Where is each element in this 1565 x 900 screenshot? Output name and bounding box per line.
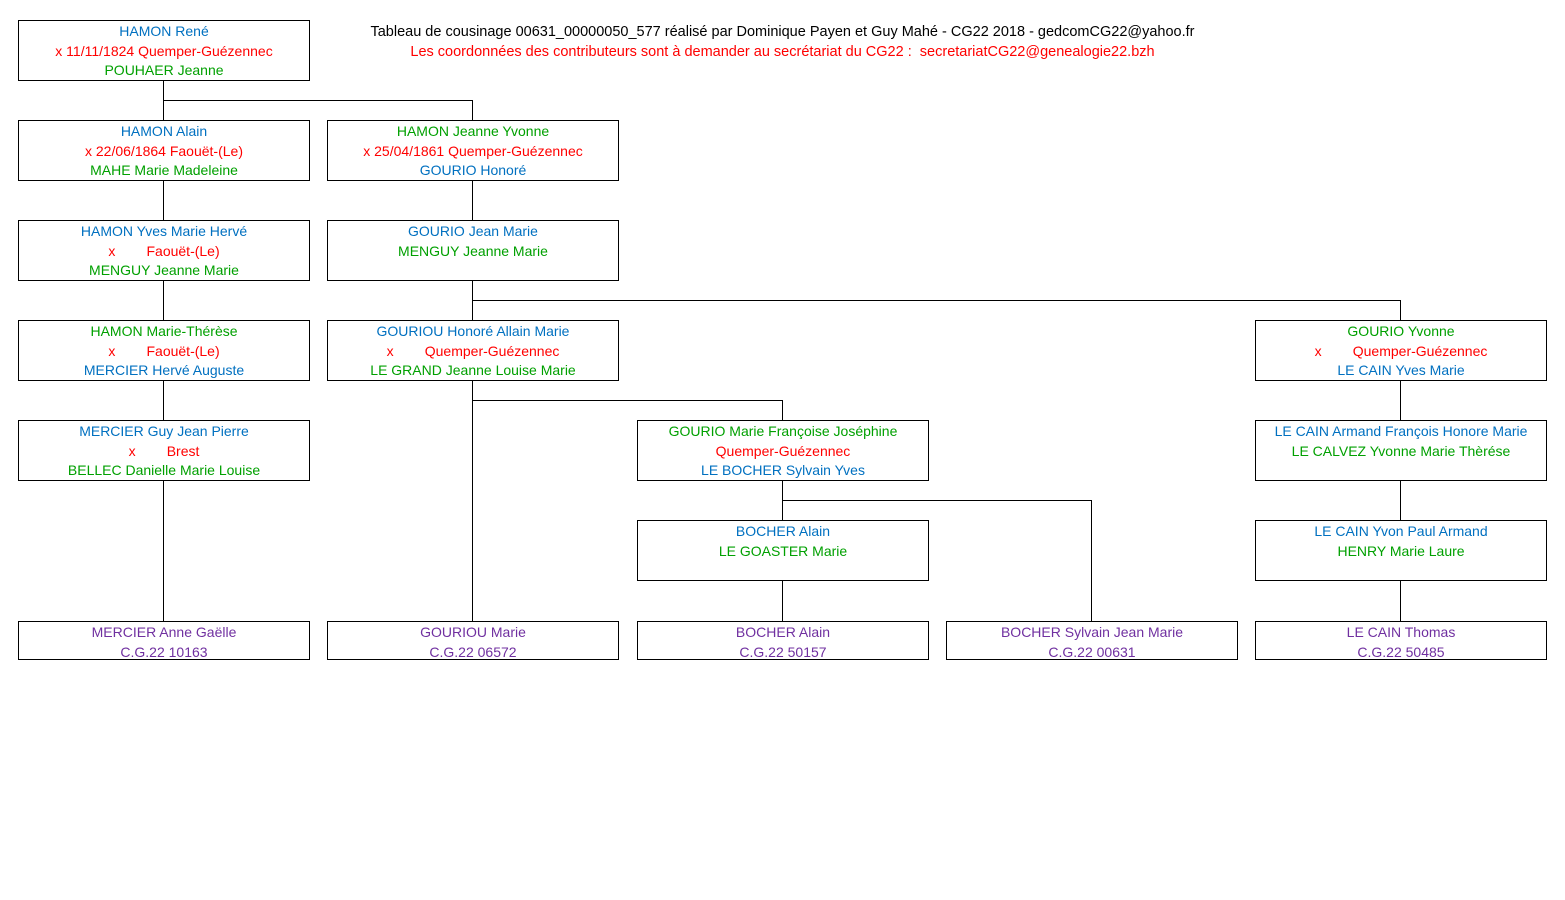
connector-line xyxy=(1400,580,1401,621)
person-name: HAMON Yves Marie Hervé xyxy=(80,223,248,239)
id-box-gouriou-marie: GOURIOU Marie C.G.22 06572 xyxy=(327,621,619,660)
spouse-name: LE BOCHER Sylvain Yves xyxy=(701,462,865,478)
person-box-gourio-marie-francoise: GOURIO Marie Françoise Joséphine Quemper… xyxy=(637,420,929,481)
spouse-name: MAHE Marie Madeleine xyxy=(90,162,238,178)
spouse-name: GOURIO Honoré xyxy=(419,162,527,178)
marriage-info: x 11/11/1824 Quemper-Guézennec xyxy=(55,42,273,59)
connector-line xyxy=(1400,380,1401,420)
spouse-name: LE GRAND Jeanne Louise Marie xyxy=(370,362,576,378)
person-name: GOURIOU Marie xyxy=(420,624,526,640)
connector-line xyxy=(163,280,164,320)
spouse-name: HENRY Marie Laure xyxy=(1337,542,1465,559)
connector-line xyxy=(782,580,783,621)
person-name: GOURIO Marie Françoise Joséphine xyxy=(668,423,898,439)
person-name: LE CAIN Thomas xyxy=(1346,624,1456,640)
person-name: BOCHER Alain xyxy=(735,523,831,539)
spouse-name: MERCIER Hervé Auguste xyxy=(83,362,245,378)
person-name: LE CAIN Yvon Paul Armand xyxy=(1314,523,1488,539)
person-box-hamon-rene: HAMON René x 11/11/1824 Quemper-Guézenne… xyxy=(18,20,310,81)
spouse-name: MENGUY Jeanne Marie xyxy=(398,242,548,259)
person-name: GOURIO Jean Marie xyxy=(408,223,538,239)
person-name: HAMON Alain xyxy=(120,123,208,139)
person-box-bocher-alain-sr: BOCHER Alain LE GOASTER Marie xyxy=(637,520,929,581)
connector-line xyxy=(163,100,473,101)
connector-line xyxy=(163,480,164,621)
id-box-bocher-alain-jr: BOCHER Alain C.G.22 50157 xyxy=(637,621,929,660)
person-name: MERCIER Anne Gaëlle xyxy=(91,624,237,640)
person-name: HAMON René xyxy=(119,23,209,39)
id-box-lecain-thomas: LE CAIN Thomas C.G.22 50485 xyxy=(1255,621,1547,660)
connector-line xyxy=(163,180,164,220)
spouse-name: POUHAER Jeanne xyxy=(104,62,224,78)
cg22-id: C.G.22 00631 xyxy=(1048,643,1136,660)
person-box-lecain-yvon: LE CAIN Yvon Paul Armand HENRY Marie Lau… xyxy=(1255,520,1547,581)
marriage-info: x Quemper-Guézennec xyxy=(386,342,560,359)
spouse-name: LE CAIN Yves Marie xyxy=(1337,362,1465,378)
spouse-name: LE GOASTER Marie xyxy=(718,542,848,559)
connector-line xyxy=(782,500,1092,501)
spouse-name: BELLEC Danielle Marie Louise xyxy=(67,462,261,478)
marriage-info: x Quemper-Guézennec xyxy=(1314,342,1488,359)
person-box-hamon-yves: HAMON Yves Marie Hervé x Faouët-(Le) MEN… xyxy=(18,220,310,281)
marriage-info: x 25/04/1861 Quemper-Guézennec xyxy=(363,142,583,159)
connector-line xyxy=(472,400,783,401)
cg22-id: C.G.22 10163 xyxy=(120,643,208,660)
person-box-gourio-jean-marie: GOURIO Jean Marie MENGUY Jeanne Marie xyxy=(327,220,619,281)
id-box-mercier-anne: MERCIER Anne Gaëlle C.G.22 10163 xyxy=(18,621,310,660)
marriage-info: x Faouët-(Le) xyxy=(108,342,220,359)
person-name: HAMON Marie-Thérèse xyxy=(90,323,238,339)
marriage-info: Quemper-Guézennec xyxy=(715,442,851,459)
connector-line xyxy=(782,400,783,420)
id-box-bocher-sylvain: BOCHER Sylvain Jean Marie C.G.22 00631 xyxy=(946,621,1238,660)
connector-line xyxy=(472,300,1401,301)
spouse-name: LE CALVEZ Yvonne Marie Thèrése xyxy=(1291,442,1511,459)
person-box-hamon-jeanne-yvonne: HAMON Jeanne Yvonne x 25/04/1861 Quemper… xyxy=(327,120,619,181)
title-block: Tableau de cousinage 00631_00000050_577 … xyxy=(0,22,1565,62)
person-name: HAMON Jeanne Yvonne xyxy=(396,123,550,139)
person-box-hamon-marie-therese: HAMON Marie-Thérèse x Faouët-(Le) MERCIE… xyxy=(18,320,310,381)
cg22-id: C.G.22 06572 xyxy=(429,643,517,660)
person-name: GOURIOU Honoré Allain Marie xyxy=(376,323,570,339)
marriage-info: x 22/06/1864 Faouët-(Le) xyxy=(85,142,243,159)
connector-line xyxy=(472,380,473,621)
connector-line xyxy=(472,100,473,120)
person-name: GOURIO Yvonne xyxy=(1347,323,1455,339)
person-name: BOCHER Sylvain Jean Marie xyxy=(1000,624,1184,640)
page-title: Tableau de cousinage 00631_00000050_577 … xyxy=(370,24,1195,40)
spouse-name: MENGUY Jeanne Marie xyxy=(89,262,239,278)
cg22-id: C.G.22 50157 xyxy=(739,643,827,660)
person-box-lecain-armand: LE CAIN Armand François Honore Marie LE … xyxy=(1255,420,1547,481)
person-box-mercier-guy: MERCIER Guy Jean Pierre x Brest BELLEC D… xyxy=(18,420,310,481)
cg22-id: C.G.22 50485 xyxy=(1357,643,1445,660)
connector-line xyxy=(1400,300,1401,320)
person-box-gouriou-honore: GOURIOU Honoré Allain Marie x Quemper-Gu… xyxy=(327,320,619,381)
connector-line xyxy=(163,380,164,420)
connector-line xyxy=(472,180,473,220)
person-box-gourio-yvonne: GOURIO Yvonne x Quemper-Guézennec LE CAI… xyxy=(1255,320,1547,381)
person-name: MERCIER Guy Jean Pierre xyxy=(79,423,249,439)
page-subtitle: Les coordonnées des contributeurs sont à… xyxy=(410,44,1155,60)
connector-line xyxy=(1091,500,1092,621)
marriage-info: x Brest xyxy=(128,442,200,459)
marriage-info: x Faouët-(Le) xyxy=(108,242,220,259)
connector-line xyxy=(1400,480,1401,520)
person-box-hamon-alain: HAMON Alain x 22/06/1864 Faouët-(Le) MAH… xyxy=(18,120,310,181)
person-name: BOCHER Alain xyxy=(735,624,831,640)
person-name: LE CAIN Armand François Honore Marie xyxy=(1274,423,1528,439)
